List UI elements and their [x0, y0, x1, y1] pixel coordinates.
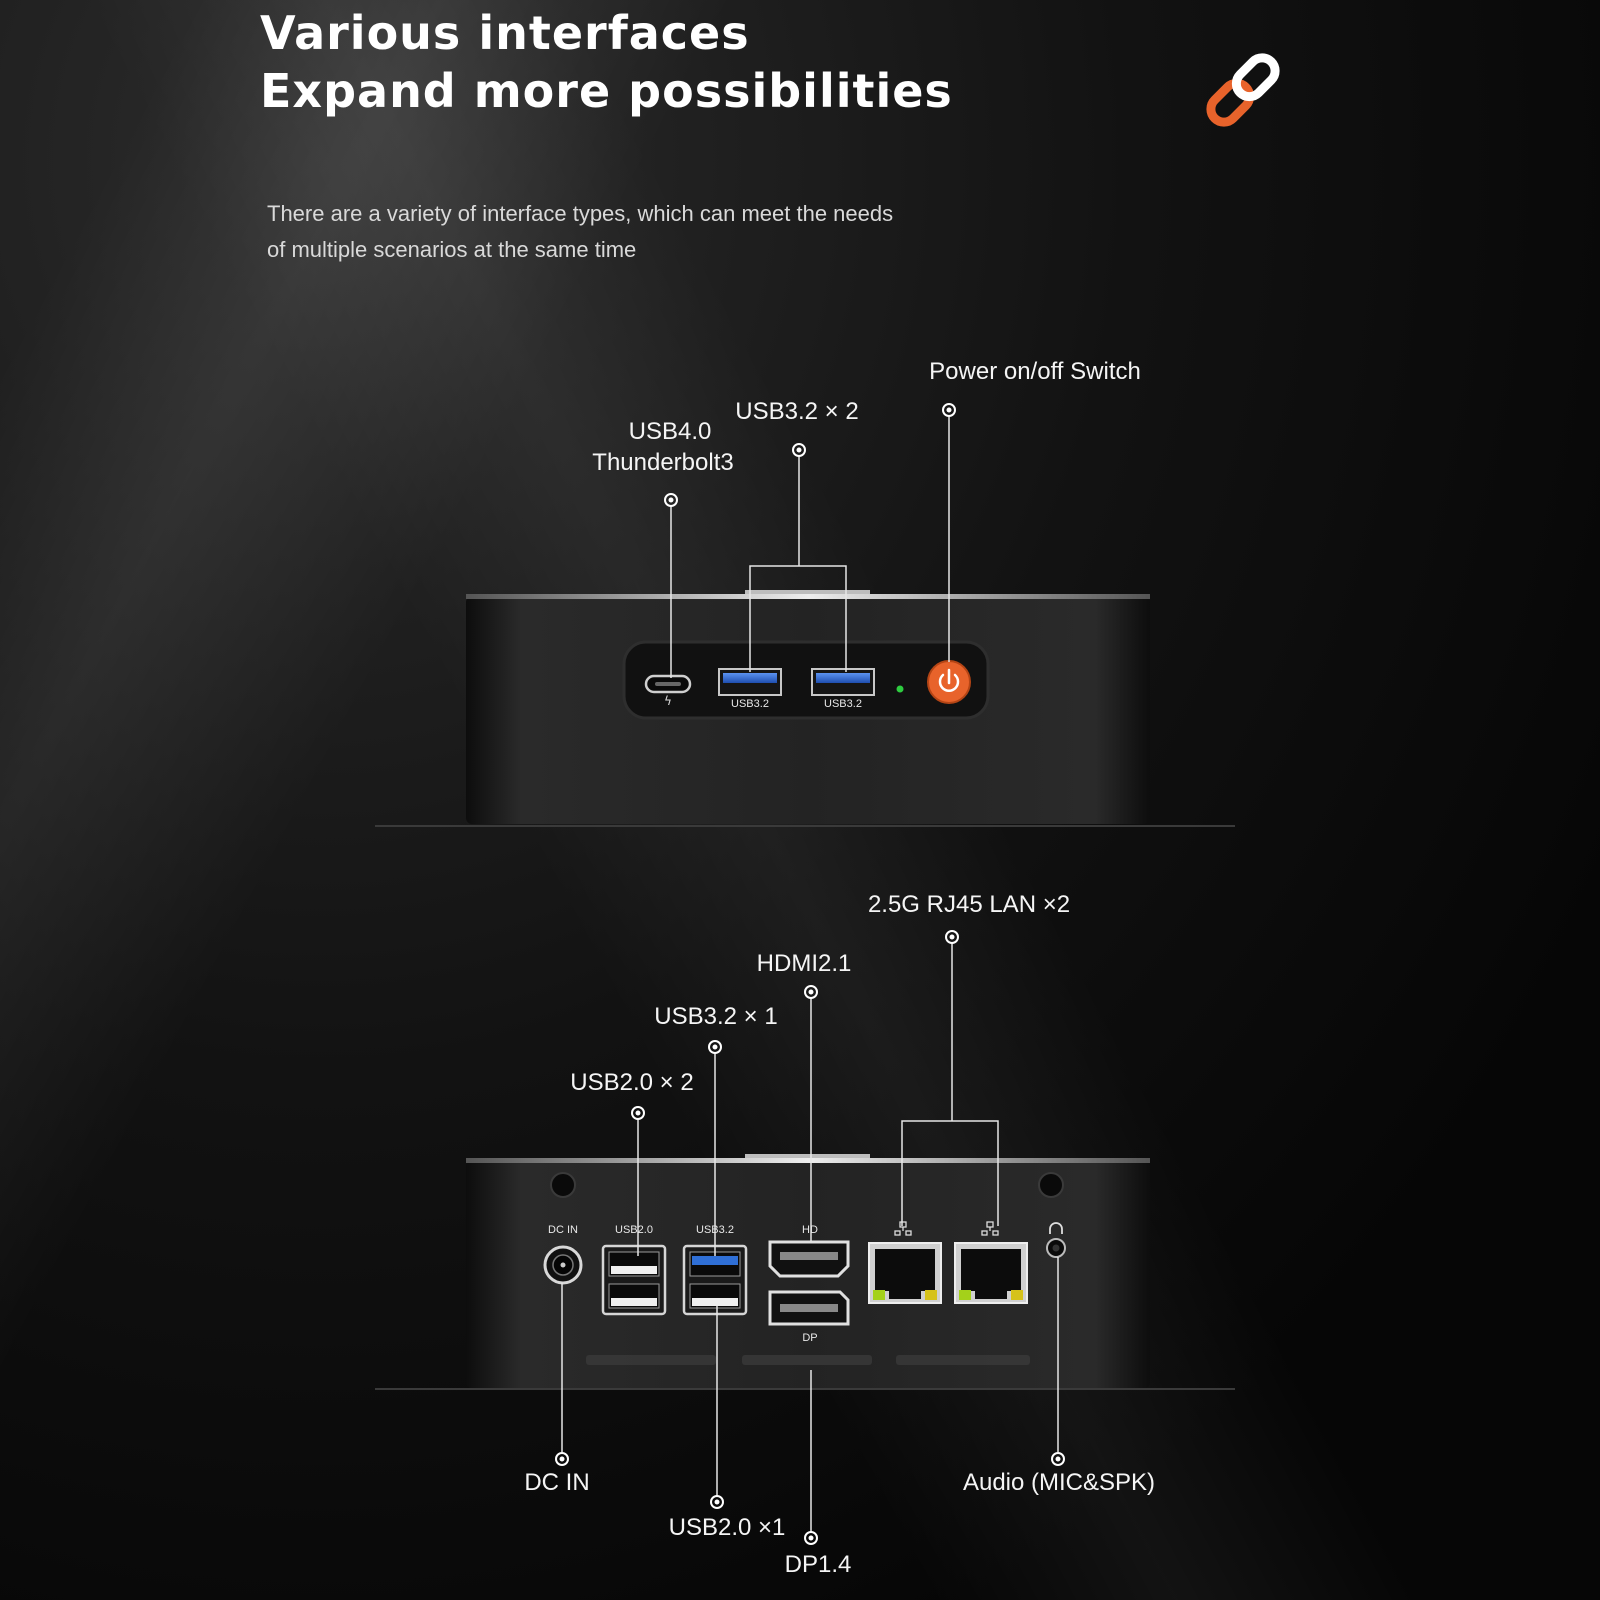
- front-callout-dots: [664, 403, 956, 507]
- headphone-icon: [1049, 1222, 1063, 1234]
- label-power-switch: Power on/off Switch: [929, 358, 1141, 385]
- displayport-port: [768, 1290, 850, 1326]
- vent-grilles: [586, 1355, 1030, 1365]
- headline-line-2: Expand more possibilities: [260, 64, 953, 118]
- label-usb32-x1: USB3.2 × 1: [654, 1003, 778, 1030]
- label-usb20-x2: USB2.0 × 2: [570, 1069, 694, 1096]
- thunderbolt-icon: ϟ: [664, 694, 672, 708]
- label-dp: DP1.4: [784, 1551, 852, 1578]
- rear-dp-text: DP: [802, 1332, 817, 1344]
- label-audio: Audio (MIC&SPK): [962, 1469, 1156, 1496]
- hdmi-port: [768, 1240, 850, 1278]
- front-usb32-text-1: USB3.2: [731, 698, 769, 710]
- usb-c-port: [644, 674, 692, 694]
- rear-callout-dots: [555, 930, 1065, 1545]
- front-callout-lines: [670, 416, 950, 678]
- rear-usb20-text: USB2.0: [615, 1224, 653, 1236]
- lan-port-2: [954, 1242, 1028, 1304]
- lan-port-1: [868, 1242, 942, 1304]
- label-hdmi: HDMI2.1: [756, 950, 852, 977]
- rear-usb20-ports: [601, 1244, 667, 1316]
- label-usb20-x1: USB2.0 ×1: [668, 1514, 786, 1541]
- label-dc-in: DC IN: [524, 1469, 590, 1496]
- rear-usb32-usb20-ports: [682, 1244, 748, 1316]
- rear-hd-text: HD: [802, 1224, 818, 1236]
- network-icon: [981, 1221, 999, 1236]
- dc-in-jack: [543, 1245, 583, 1285]
- subtitle-line-1: There are a variety of interface types, …: [267, 201, 894, 226]
- label-usb32-x2: USB3.2 × 2: [735, 398, 859, 425]
- rear-callout-lines: [561, 943, 1059, 1532]
- label-thunderbolt3: Thunderbolt3: [592, 449, 734, 476]
- network-icon: [894, 1221, 912, 1236]
- label-usb4: USB4.0: [628, 418, 712, 445]
- screw-hole-left: [550, 1172, 576, 1198]
- screw-hole-right: [1038, 1172, 1064, 1198]
- label-lan: 2.5G RJ45 LAN ×2: [867, 891, 1071, 918]
- front-usb32-port-2: [811, 668, 875, 696]
- front-usb32-port-1: [718, 668, 782, 696]
- subtitle-line-2: of multiple scenarios at the same time: [267, 237, 637, 262]
- rear-dc-in-text: DC IN: [548, 1224, 578, 1236]
- headline-line-1: Various interfaces: [260, 6, 750, 60]
- front-port-panel: [622, 640, 990, 720]
- power-icon: [938, 668, 960, 692]
- status-led: [896, 685, 904, 693]
- front-usb32-text-2: USB3.2: [824, 698, 862, 710]
- audio-jack: [1046, 1238, 1066, 1258]
